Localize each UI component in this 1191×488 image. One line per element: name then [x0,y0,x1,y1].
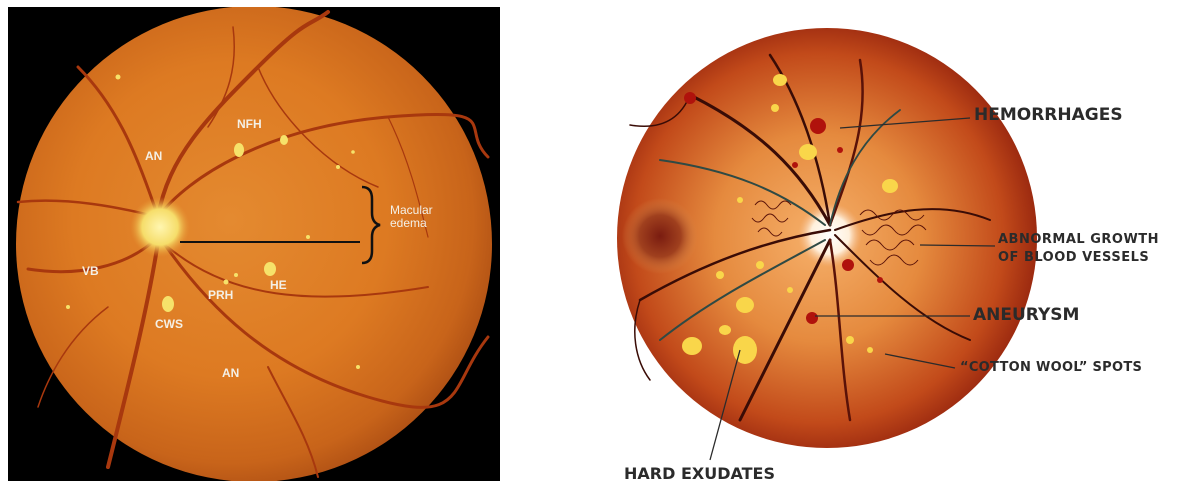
label-prh: PRH [208,289,233,301]
label-abnormal-growth: ABNORMAL GROWTH OF BLOOD VESSELS [998,233,1159,264]
label-cotton-wool-spots: “COTTON WOOL” SPOTS [960,361,1142,374]
fundus-photo-svg [8,7,500,481]
retinopathy-illustration: HEMORRHAGES ABNORMAL GROWTH OF BLOOD VES… [540,0,1191,488]
label-macular-edema: Macular edema [390,204,433,230]
label-an-top: AN [145,150,162,162]
fundus-photograph: NFH AN Macular edema VB HE PRH CWS AN [8,7,500,481]
macula [622,198,698,274]
label-cws: CWS [155,318,183,330]
label-hemorrhages: HEMORRHAGES [974,107,1123,124]
label-abnormal-growth-line1: ABNORMAL GROWTH [998,233,1159,246]
label-nfh: NFH [237,118,262,130]
label-abnormal-growth-line2: OF BLOOD VESSELS [998,251,1159,264]
label-an-bottom: AN [222,367,239,379]
label-vb: VB [82,265,99,277]
label-hard-exudates: HARD EXUDATES [624,466,775,482]
optic-disc [130,197,190,257]
label-he: HE [270,279,287,291]
label-aneurysm: ANEURYSM [973,307,1079,324]
label-macular-edema-line2: edema [390,217,433,230]
